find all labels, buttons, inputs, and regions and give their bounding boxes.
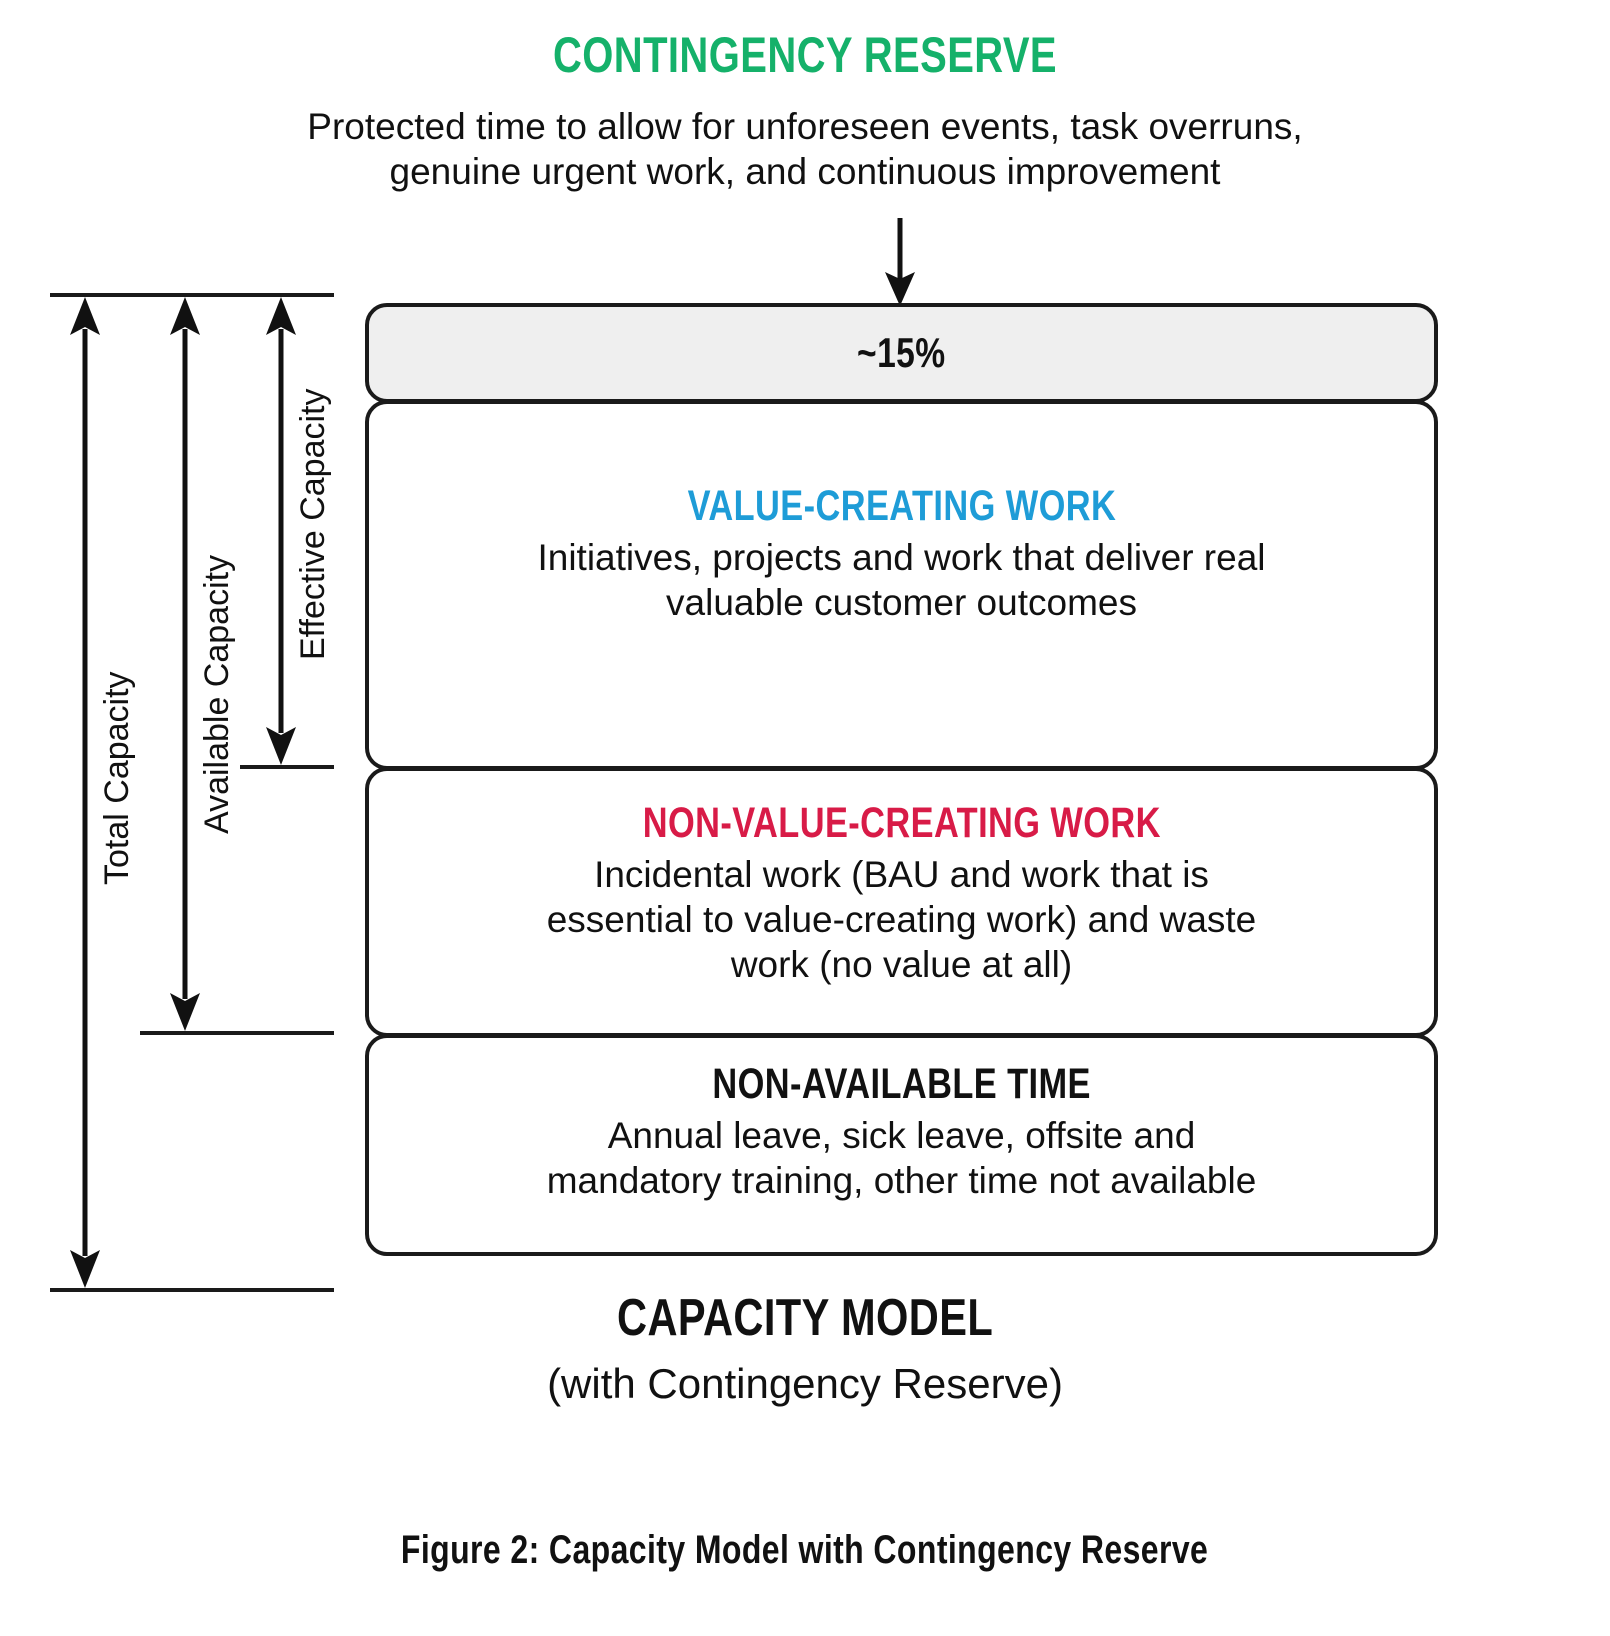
capacity-model-subtitle: (with Contingency Reserve) (547, 1360, 1063, 1407)
reserve-percentage-value: ~15% (857, 329, 946, 376)
figure-caption: Figure 2: Capacity Model with Contingenc… (0, 1528, 1610, 1573)
value-creating-work-line-2: valuable customer outcomes (666, 582, 1137, 624)
subtitle-line-2: genuine urgent work, and continuous impr… (389, 151, 1221, 193)
box-non-value-creating-work[interactable]: NON-VALUE-CREATING WORK Incidental work … (365, 767, 1438, 1037)
available-capacity-arrow (170, 297, 200, 1031)
effective-capacity-label: Effective Capacity (294, 388, 332, 660)
box-value-creating-work[interactable]: VALUE-CREATING WORK Initiatives, project… (365, 400, 1438, 770)
tick-total-bottom (50, 1288, 334, 1292)
non-value-creating-work-line-3: work (no value at all) (730, 944, 1073, 986)
non-value-creating-work-title: NON-VALUE-CREATING WORK (642, 799, 1161, 847)
down-arrow-icon (885, 218, 915, 306)
non-value-creating-work-line-1: Incidental work (BAU and work that is (594, 854, 1209, 895)
tick-effective-bottom (240, 765, 334, 769)
box-contingency-reserve[interactable]: ~15% (365, 303, 1438, 403)
contingency-reserve-heading: CONTINGENCY RESERVE (0, 26, 1610, 84)
capacity-model-title: CAPACITY MODEL (0, 1288, 1610, 1348)
capacity-model-title-text: CAPACITY MODEL (616, 1289, 994, 1347)
tick-top (50, 293, 334, 297)
value-creating-work-title: VALUE-CREATING WORK (687, 482, 1116, 530)
non-available-time-line-1: Annual leave, sick leave, offsite and (607, 1115, 1196, 1156)
effective-capacity-arrow (266, 297, 296, 765)
total-capacity-label: Total Capacity (98, 671, 136, 885)
non-available-time-body: Annual leave, sick leave, offsite and ma… (369, 1113, 1434, 1203)
box-non-available-time[interactable]: NON-AVAILABLE TIME Annual leave, sick le… (365, 1034, 1438, 1256)
non-available-time-title: NON-AVAILABLE TIME (712, 1060, 1091, 1108)
total-capacity-arrow (70, 297, 100, 1288)
value-creating-work-line-1: Initiatives, projects and work that deli… (537, 537, 1266, 578)
contingency-reserve-subtitle: Protected time to allow for unforeseen e… (255, 104, 1355, 194)
value-creating-work-body: Initiatives, projects and work that deli… (369, 535, 1434, 625)
figure-caption-text: Figure 2: Capacity Model with Contingenc… (401, 1528, 1209, 1572)
non-available-time-line-2: mandatory training, other time not avail… (546, 1160, 1257, 1202)
available-capacity-label: Available Capacity (198, 554, 236, 834)
subtitle-line-1: Protected time to allow for unforeseen e… (307, 106, 1303, 147)
tick-available-bottom (140, 1031, 334, 1035)
contingency-reserve-title: CONTINGENCY RESERVE (552, 27, 1057, 83)
non-value-creating-work-body: Incidental work (BAU and work that is es… (369, 852, 1434, 987)
non-value-creating-work-line-2: essential to value-creating work) and wa… (546, 899, 1257, 941)
reserve-percentage: ~15% (369, 329, 1434, 377)
